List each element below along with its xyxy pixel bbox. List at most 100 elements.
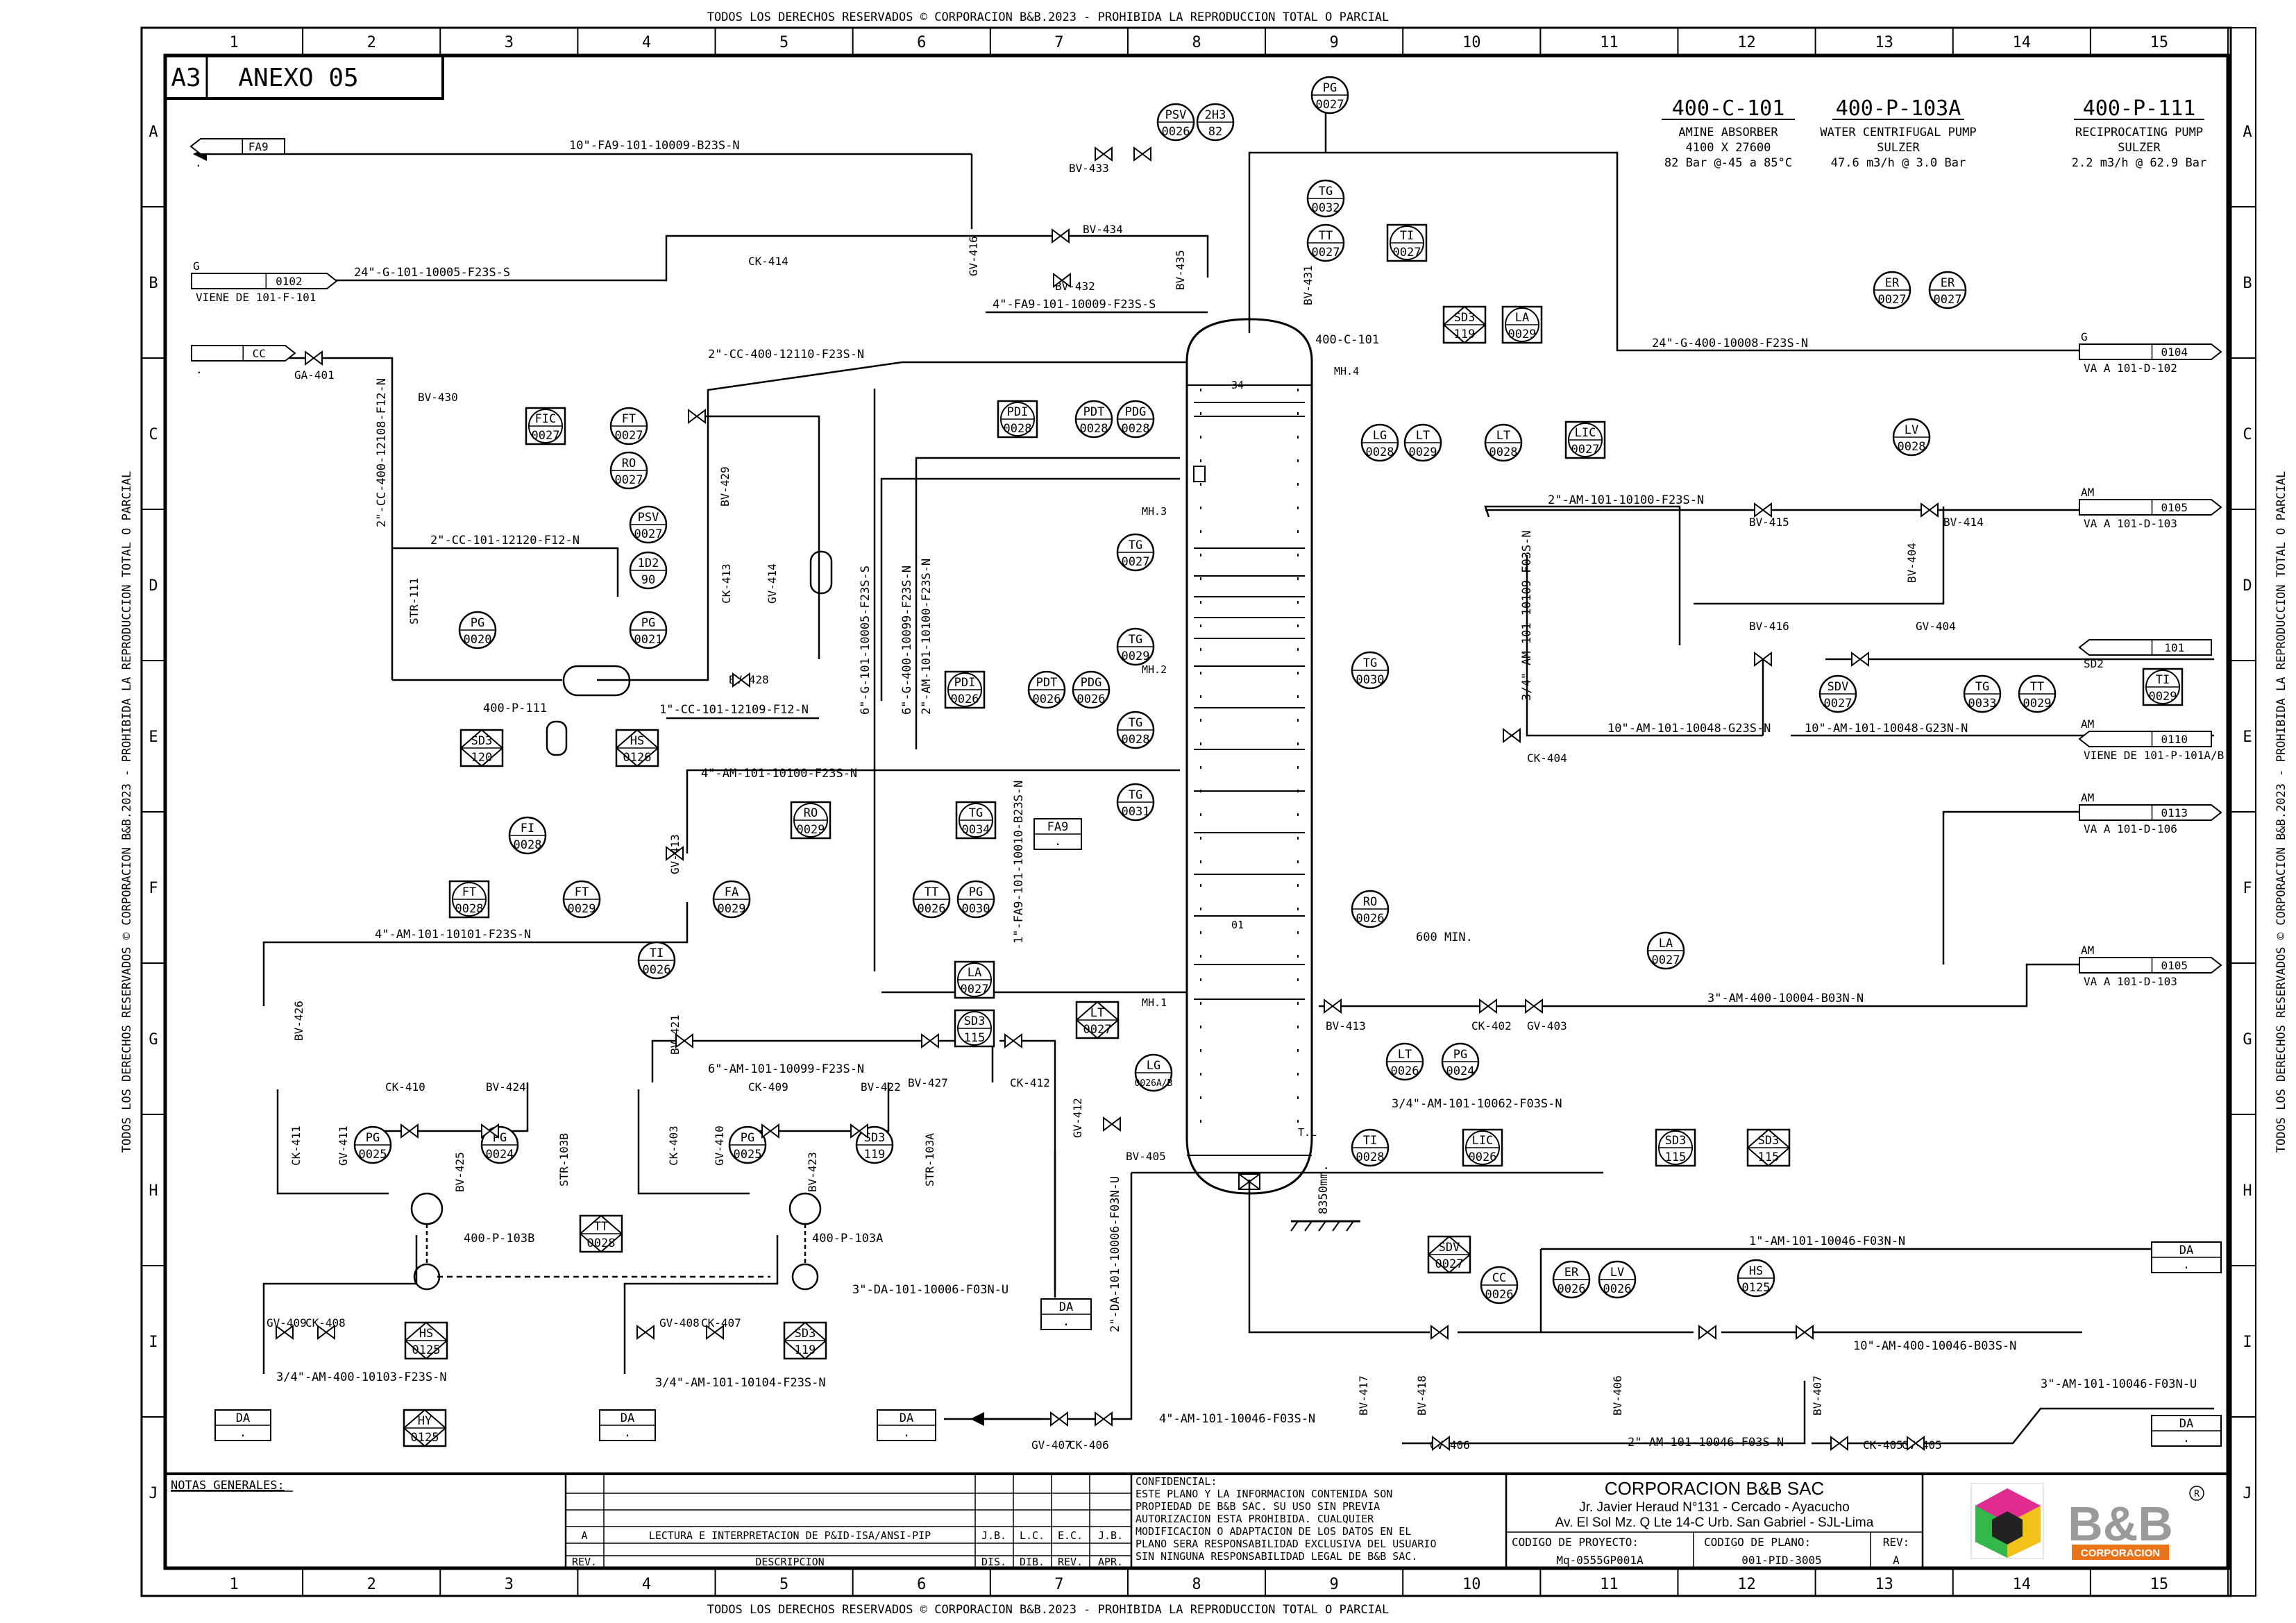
- valve-gv-403: GV-403: [1527, 1019, 1567, 1033]
- rights-notice-left: TODOS LOS DERECHOS RESERVADOS © CORPORAC…: [120, 471, 134, 1153]
- offpage-sub: .: [196, 363, 203, 376]
- instrument-number: 0027: [961, 983, 989, 996]
- instrument-tag: LIC: [1472, 1134, 1494, 1148]
- valve-ck-409: CK-409: [748, 1080, 788, 1094]
- manhole-1: MH.1: [1142, 996, 1167, 1009]
- svg-text:SIN NINGUNA RESPONSABILIDAD LE: SIN NINGUNA RESPONSABILIDAD LEGAL DE B&B…: [1136, 1550, 1417, 1563]
- instrument-tag: SD3: [1454, 311, 1476, 325]
- line-label-am-10101: 4"-AM-101-10101-F23S-N: [375, 928, 531, 942]
- annex-box: A3 ANEXO 05: [164, 54, 444, 100]
- valve-gv-407: GV-407: [1031, 1438, 1072, 1452]
- revision-dib: L.C.: [1020, 1529, 1045, 1542]
- revision-header-cell: REV.: [572, 1556, 597, 1568]
- instrument-number: 0026: [1162, 125, 1190, 139]
- valve-ga-401: GA-401: [294, 368, 335, 382]
- svg-text:SULZER: SULZER: [1877, 141, 1920, 155]
- line-label-am-right: 2"-AM-101-10100-F23S-N: [1548, 493, 1704, 507]
- instrument-tag: LT: [1090, 1006, 1104, 1020]
- line-label-da-10006v: 2"-DA-101-10006-F03N-U: [1108, 1176, 1122, 1332]
- instrument-number: 0125: [411, 1431, 439, 1445]
- valve-bv-434: BV-434: [1083, 223, 1123, 236]
- offpage-label: 0110: [2161, 733, 2188, 746]
- valve-icon: [921, 1033, 939, 1048]
- instrument-tag: SD3: [964, 1014, 986, 1028]
- valve-icon: [666, 846, 684, 861]
- instrument-number: 0029: [568, 902, 596, 916]
- instrument-number: 0126: [623, 751, 652, 765]
- instrument-tag: TI: [2156, 673, 2170, 687]
- grid-row-right: B: [2243, 275, 2252, 292]
- offpage-label: DA: [900, 1411, 913, 1425]
- instrument-tag: PG: [741, 1131, 754, 1145]
- instrument-number: 0027: [1312, 246, 1340, 260]
- instrument-number: 0027: [1122, 555, 1150, 569]
- line-label-am-10048g: 10"-AM-101-10048-G23S-N: [1607, 722, 1771, 736]
- instrument-number: 115: [964, 1031, 986, 1045]
- valve-icon: [1095, 1411, 1113, 1427]
- grid-row-left: C: [149, 426, 158, 443]
- valve-icon: [761, 1123, 779, 1139]
- instrument-number: 119: [864, 1148, 886, 1162]
- company-block: CORPORACION B&B SAC Jr. Javier Heraud N°…: [1512, 1478, 1909, 1567]
- instrument-lt-0027: LT 0027: [1075, 1001, 1120, 1039]
- valve-icon: [1851, 652, 1869, 667]
- instrument-tag: PDT: [1036, 676, 1058, 690]
- line-labels: 10"-FA9-101-10009-B23S-N24"-G-101-10005-…: [276, 139, 2197, 1450]
- valve-icon: [1432, 1436, 1450, 1451]
- instrument-number: 0028: [1122, 422, 1150, 436]
- grid-col-bottom: 6: [917, 1576, 926, 1593]
- instrument-number: 0028: [1356, 1150, 1385, 1164]
- offpage-letter: AM: [2081, 944, 2094, 957]
- svg-text:RECIPROCATING PUMP: RECIPROCATING PUMP: [2075, 126, 2203, 139]
- valve-icon: [1796, 1325, 1814, 1340]
- valve-icon: [732, 672, 750, 688]
- equipment-header-water-pump: 400-P-103A WATER CENTRIFUGAL PUMP SULZER…: [1820, 96, 1976, 170]
- grid-row-left: F: [149, 880, 158, 897]
- equipment-header-absorber: 400-C-101 AMINE ABSORBER 4100 X 27600 82…: [1662, 96, 1795, 170]
- instrument-number: 0026A/B: [1135, 1078, 1173, 1089]
- valve-gv-414: GV-414: [766, 563, 779, 604]
- manhole-2: MH.2: [1142, 663, 1167, 676]
- instrument-tag: ER: [1885, 276, 1900, 290]
- company-name: CORPORACION B&B SAC: [1605, 1478, 1824, 1499]
- svg-text:SULZER: SULZER: [2118, 141, 2161, 155]
- offpage-label: DA: [621, 1411, 634, 1425]
- tray-34: 34: [1231, 379, 1244, 391]
- instrument-tag: PG: [1323, 81, 1337, 95]
- valve-tags: BV-433BV-434BV-435BV-432GV-416CK-414BV-4…: [267, 146, 1984, 1452]
- grid-row-right: G: [2243, 1031, 2252, 1048]
- offpage-sub: SD2: [2084, 657, 2104, 670]
- rev-label: REV:: [1883, 1536, 1910, 1549]
- line-label-cc-12109: 1"-CC-101-12109-F12-N: [659, 703, 809, 717]
- revision-apr: J.B.: [1098, 1529, 1123, 1542]
- instrument-number: 0027: [1083, 1023, 1112, 1037]
- company-address-2: Av. El Sol Mz. Q Lte 14-C Urb. San Gabri…: [1555, 1515, 1874, 1530]
- instrument-tag: 1D2: [638, 556, 659, 570]
- instrument-number: 0029: [1122, 649, 1150, 663]
- instrument-number: 90: [641, 573, 655, 587]
- offpage-sub: VIENE DE 101-F-101: [196, 291, 316, 304]
- valve-bv-433: BV-433: [1069, 162, 1109, 175]
- valve-ck-412: CK-412: [1010, 1076, 1050, 1089]
- valve-gv-410: GV-410: [713, 1125, 726, 1166]
- line-label-am-10004: 3"-AM-400-10004-B03N-N: [1707, 992, 1864, 1005]
- instrument-tag: LV: [1610, 1266, 1624, 1280]
